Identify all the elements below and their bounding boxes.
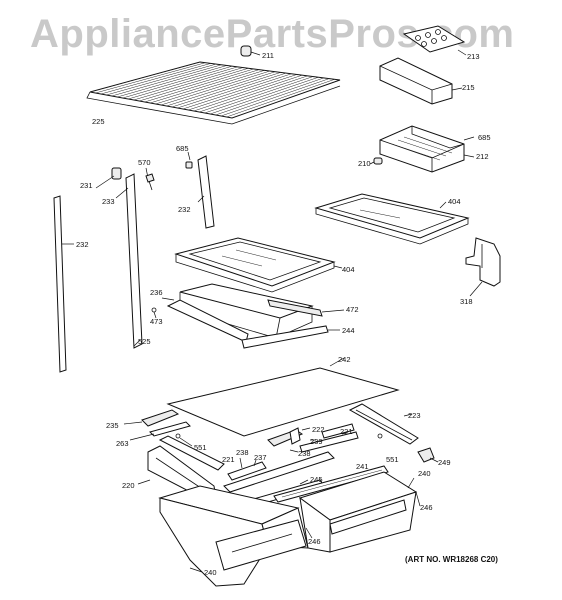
bracket-318 [465,237,501,297]
label-242: 242 [338,355,351,364]
label-263: 263 [116,439,129,448]
shelf-wire [182,73,292,110]
label-404-b: 404 [342,265,355,274]
glass-shelf-404-right [314,193,470,245]
art-number: (ART NO. WR18268 C20) [405,555,498,564]
shelf-wire [106,63,217,96]
knob-211 [240,45,261,57]
label-240-a: 240 [418,469,431,478]
shelf-wire [171,72,281,108]
label-525: 525 [138,337,151,346]
label-472: 472 [346,305,359,314]
label-215: 215 [462,83,475,92]
label-685-b: 685 [176,144,189,153]
label-221-a: 221 [340,427,353,436]
shelf-wire [100,63,211,95]
label-210: 210 [358,159,371,168]
label-233: 233 [102,197,115,206]
label-241: 241 [356,462,369,471]
front-trim-237 [223,451,335,493]
label-404-a: 404 [448,197,461,206]
label-223: 223 [408,411,421,420]
wire-shelf-225 [86,61,341,125]
shelf-wire [177,72,287,109]
crisper-cover-242 [166,357,400,437]
label-249: 249 [438,458,451,467]
shelf-wire [144,68,254,103]
label-318: 318 [460,297,473,306]
rail-232-left [53,195,74,373]
label-240-b: 240 [204,568,217,577]
deli-drawer-212 [369,125,475,173]
shelf-wire [199,75,308,113]
egg-tray-213 [402,25,467,56]
label-211: 211 [262,51,274,60]
bracket-249 [417,447,439,463]
shelf-wire [166,71,276,107]
divider-parts [267,423,383,453]
shelf-wire [133,67,244,101]
label-235: 235 [106,421,119,430]
shelf-wire [204,76,314,114]
label-220: 220 [122,481,135,490]
pan-236 [151,283,345,349]
label-212: 212 [476,152,489,161]
shelf-wire [122,65,233,99]
label-246-b: 246 [308,537,321,546]
shelf-wire [220,78,330,117]
shelf-wire [160,70,271,106]
shelf-wire [155,70,265,105]
shelf-wire [215,77,324,116]
shelf-wire [193,74,303,112]
label-221-b: 221 [222,455,235,464]
label-232-a: 232 [76,240,89,249]
label-237: 237 [254,453,267,462]
shelf-wire [117,65,227,98]
support-235 [123,409,191,441]
label-231: 231 [80,181,93,190]
label-570: 570 [138,158,151,167]
shelf-wire [210,76,319,115]
label-236: 236 [150,288,163,297]
label-213: 213 [467,52,480,61]
label-232-b: 232 [178,205,191,214]
label-238-a: 238 [236,448,249,457]
label-239: 239 [310,437,323,446]
label-222: 222 [312,425,325,434]
drawer-246-right [298,471,421,553]
rail-525 [133,339,141,347]
rail-232-short [185,151,215,229]
label-245: 245 [310,475,323,484]
label-225: 225 [92,117,105,126]
glass-shelf-404-middle [174,237,343,293]
shelf-wire [226,79,335,118]
shelf-wire [95,62,206,94]
drawer-240-left [158,485,309,587]
support-223 [348,403,419,445]
shelf-wire [139,67,249,102]
label-685-a: 685 [478,133,491,142]
bin-215 [379,57,463,105]
label-551-a: 551 [194,443,207,452]
shelf-wire [150,69,260,104]
label-244: 244 [342,326,355,335]
shelf-wire [188,74,298,111]
label-551-b: 551 [386,455,399,464]
label-238-b: 238 [298,449,311,458]
front-trim-241 [273,465,389,503]
label-473: 473 [150,317,163,326]
shelf-wire [111,64,222,97]
label-246-a: 246 [420,503,433,512]
rail-233 [95,167,155,349]
shelf-wire [128,66,238,100]
